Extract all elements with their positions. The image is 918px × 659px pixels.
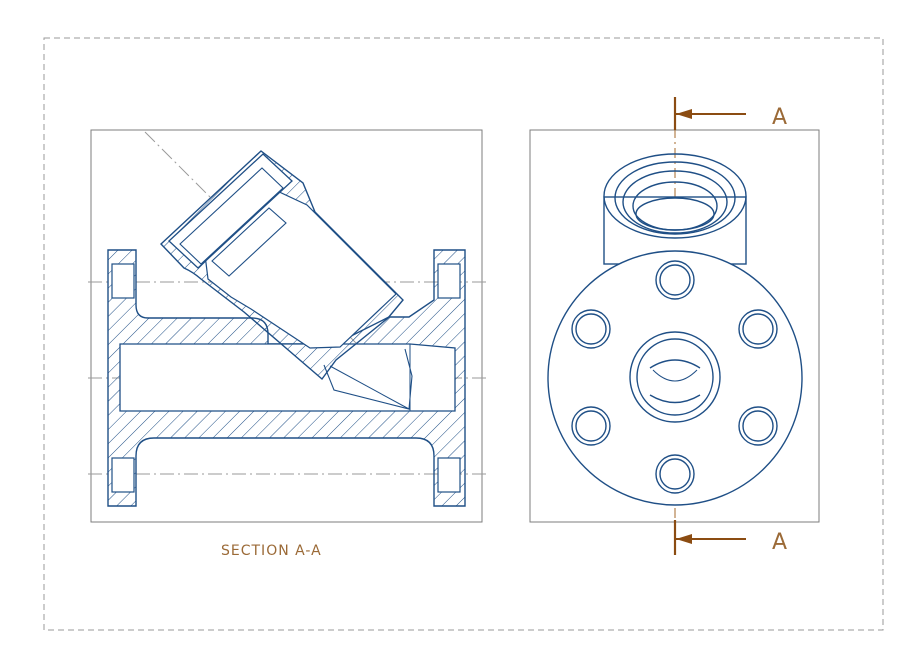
end-view: [547, 97, 803, 555]
bolt-hole-lower-left: [571, 406, 611, 446]
flange-circle: [547, 250, 803, 506]
bolt-hole-top: [655, 260, 695, 300]
bottom-section-arrow-head: [676, 534, 692, 544]
section-label: SECTION A-A: [221, 543, 322, 559]
section-marker-top: A: [772, 105, 787, 130]
bolt-hole-upper-right: [738, 309, 778, 349]
bolt-hole-lower-right: [738, 406, 778, 446]
top-section-arrow-head: [676, 109, 692, 119]
section-marker-bottom: A: [772, 530, 787, 555]
section-view: [88, 131, 486, 507]
section-view-frame: [90, 129, 483, 523]
strainer-bore: [204, 189, 397, 349]
sheet-border: [43, 37, 884, 631]
center-bore: [629, 331, 721, 423]
bolt-hole-upper-left: [571, 309, 611, 349]
bolt-hole-bottom: [655, 454, 695, 494]
main-bore: [119, 343, 456, 412]
